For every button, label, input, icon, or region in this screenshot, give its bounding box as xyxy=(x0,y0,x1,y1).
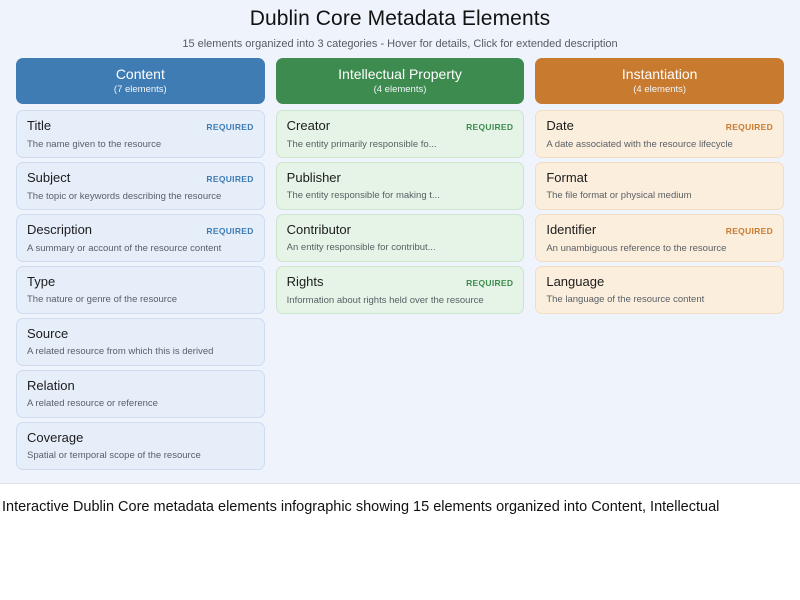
element-card-type[interactable]: Type The nature or genre of the resource xyxy=(16,266,265,314)
category-column-intellectual-property: Intellectual Property (4 elements) Creat… xyxy=(275,58,525,470)
element-name: Type xyxy=(27,274,56,289)
element-name: Format xyxy=(546,170,588,185)
category-column-content: Content (7 elements) Title REQUIRED The … xyxy=(16,58,265,470)
element-name: Rights xyxy=(286,274,324,289)
element-name: Description xyxy=(27,222,93,237)
element-card-publisher[interactable]: Publisher The entity responsible for mak… xyxy=(275,162,525,210)
element-card-date[interactable]: Date REQUIRED A date associated with the… xyxy=(535,110,785,158)
element-description: The topic or keywords describing the res… xyxy=(27,191,222,202)
element-description: The file format or physical medium xyxy=(546,190,692,201)
element-card-language[interactable]: Language The language of the resource co… xyxy=(535,266,785,314)
element-card-creator[interactable]: Creator REQUIRED The entity primarily re… xyxy=(275,110,525,158)
element-name: Contributor xyxy=(286,222,351,237)
category-title: Instantiation xyxy=(621,66,698,82)
element-card-header: Type xyxy=(27,274,254,290)
element-name: Title xyxy=(27,118,52,133)
element-card-header: Language xyxy=(546,274,773,290)
element-name: Subject xyxy=(27,170,71,185)
element-description: Spatial or temporal scope of the resourc… xyxy=(27,450,201,461)
element-name: Relation xyxy=(27,378,75,393)
category-header-instantiation[interactable]: Instantiation (4 elements) xyxy=(535,58,785,104)
infographic-header: Dublin Core Metadata Elements 15 element… xyxy=(0,0,800,52)
element-card-header: Date REQUIRED xyxy=(546,118,773,135)
element-card-header: Publisher xyxy=(287,170,514,186)
element-description: A related resource from which this is de… xyxy=(27,346,214,357)
element-description: A summary or account of the resource con… xyxy=(27,243,222,254)
element-description: The language of the resource content xyxy=(546,294,705,305)
element-description: An entity responsible for contribut... xyxy=(286,242,436,253)
required-badge: REQUIRED xyxy=(466,122,514,132)
required-badge: REQUIRED xyxy=(725,122,774,132)
element-card-coverage[interactable]: Coverage Spatial or temporal scope of th… xyxy=(16,422,265,470)
element-card-header: Contributor xyxy=(287,222,514,238)
element-card-header: Subject REQUIRED xyxy=(27,170,254,187)
element-card-header: Creator REQUIRED xyxy=(287,118,514,135)
category-count: (4 elements) xyxy=(633,84,687,95)
category-title: Intellectual Property xyxy=(338,66,462,82)
figure-caption: Interactive Dublin Core metadata element… xyxy=(0,484,800,600)
element-card-source[interactable]: Source A related resource from which thi… xyxy=(16,318,265,366)
element-card-relation[interactable]: Relation A related resource or reference xyxy=(16,370,265,418)
element-description: The nature or genre of the resource xyxy=(27,294,177,305)
element-card-description[interactable]: Description REQUIRED A summary or accoun… xyxy=(16,214,265,262)
category-title: Content xyxy=(115,66,165,82)
element-list-content: Title REQUIRED The name given to the res… xyxy=(16,110,265,470)
element-card-header: Description REQUIRED xyxy=(27,222,254,239)
element-name: Identifier xyxy=(546,222,597,237)
element-card-header: Format xyxy=(546,170,773,186)
element-card-rights[interactable]: Rights REQUIRED Information about rights… xyxy=(275,266,525,314)
element-description: Information about rights held over the r… xyxy=(286,295,484,306)
element-description: The entity responsible for making t... xyxy=(286,190,440,201)
element-card-header: Rights REQUIRED xyxy=(287,274,514,291)
required-badge: REQUIRED xyxy=(206,122,254,132)
required-badge: REQUIRED xyxy=(466,278,514,288)
category-column-instantiation: Instantiation (4 elements) Date REQUIRED… xyxy=(535,58,785,470)
element-name: Creator xyxy=(286,118,331,133)
category-header-intellectual-property[interactable]: Intellectual Property (4 elements) xyxy=(275,58,525,104)
element-card-header: Title REQUIRED xyxy=(27,118,254,135)
element-card-format[interactable]: Format The file format or physical mediu… xyxy=(535,162,785,210)
category-count: (4 elements) xyxy=(373,84,427,95)
element-description: The name given to the resource xyxy=(27,139,162,150)
element-card-header: Coverage xyxy=(27,430,254,446)
page-subtitle: 15 elements organized into 3 categories … xyxy=(182,38,618,50)
element-list-intellectual-property: Creator REQUIRED The entity primarily re… xyxy=(275,110,525,314)
element-card-title[interactable]: Title REQUIRED The name given to the res… xyxy=(16,110,265,158)
element-description: The entity primarily responsible fo... xyxy=(286,139,437,150)
element-name: Publisher xyxy=(286,170,341,185)
element-name: Language xyxy=(546,274,605,289)
element-card-header: Identifier REQUIRED xyxy=(546,222,773,239)
element-card-header: Relation xyxy=(27,378,254,394)
required-badge: REQUIRED xyxy=(725,226,774,236)
element-name: Date xyxy=(546,118,574,133)
required-badge: REQUIRED xyxy=(206,226,254,236)
element-card-subject[interactable]: Subject REQUIRED The topic or keywords d… xyxy=(16,162,265,210)
element-name: Coverage xyxy=(27,430,84,445)
category-count: (7 elements) xyxy=(113,84,167,95)
element-description: An unambiguous reference to the resource xyxy=(546,243,727,254)
infographic-panel: Dublin Core Metadata Elements 15 element… xyxy=(0,0,800,484)
required-badge: REQUIRED xyxy=(206,174,254,184)
element-description: A date associated with the resource life… xyxy=(546,139,733,150)
element-name: Source xyxy=(27,326,69,341)
category-columns: Content (7 elements) Title REQUIRED The … xyxy=(16,58,785,470)
page-title: Dublin Core Metadata Elements xyxy=(249,7,551,30)
category-header-content[interactable]: Content (7 elements) xyxy=(16,58,265,104)
element-card-contributor[interactable]: Contributor An entity responsible for co… xyxy=(275,214,525,262)
element-description: A related resource or reference xyxy=(27,398,158,409)
element-card-header: Source xyxy=(27,326,254,342)
element-card-identifier[interactable]: Identifier REQUIRED An unambiguous refer… xyxy=(535,214,785,262)
element-list-instantiation: Date REQUIRED A date associated with the… xyxy=(535,110,785,314)
